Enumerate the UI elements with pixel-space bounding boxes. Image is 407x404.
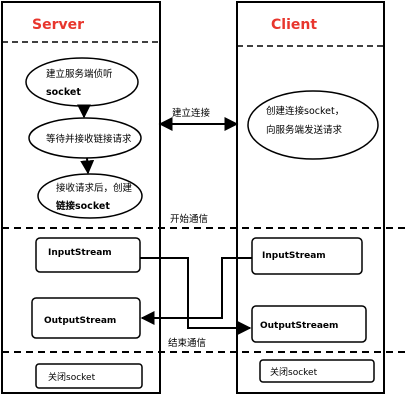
server-accept-text: 等待并接收链接请求 [46, 133, 132, 145]
server-create-text-2: 链接socket [56, 200, 110, 212]
server-listen-node [25, 57, 139, 107]
client-close-box [259, 359, 375, 383]
start-communication-label: 开始通信 [170, 213, 208, 225]
server-listen-text-1: 建立服务端侦听 [46, 68, 113, 80]
client-connect-text-2: 向服务端发送请求 [266, 124, 343, 136]
server-listen-text-2: socket [46, 87, 81, 98]
server-title: Server [32, 17, 84, 33]
client-outputstream-box [251, 305, 367, 343]
client-close-label: 关闭socket [270, 366, 318, 378]
server-close-box [35, 363, 143, 389]
server-close-label: 关闭socket [48, 371, 96, 383]
server-outputstream-box [31, 297, 141, 339]
client-connect-node [247, 90, 379, 160]
client-connect-text-1: 创建连接socket， [266, 105, 344, 117]
server-inputstream-box [35, 237, 141, 273]
server-inputstream-label: InputStream [48, 248, 112, 258]
client-outputstream-label: OutputStreaem [260, 321, 338, 331]
flow-arrow-accept-to-create [80, 157, 95, 175]
end-communication-label: 结束通信 [168, 337, 206, 349]
establish-connection-label: 建立连接 [172, 107, 211, 119]
server-create-text-1: 接收请求后，创建 [56, 182, 133, 194]
client-title: Client [271, 17, 317, 33]
server-column [1, 1, 161, 394]
client-inputstream-label: InputStream [262, 251, 326, 261]
client-column [236, 1, 385, 394]
server-to-client-stream-arrow [140, 257, 252, 335]
client-inputstream-box [251, 237, 363, 275]
server-outputstream-label: OutputStream [44, 316, 116, 326]
client-to-server-stream-arrow [140, 257, 252, 325]
